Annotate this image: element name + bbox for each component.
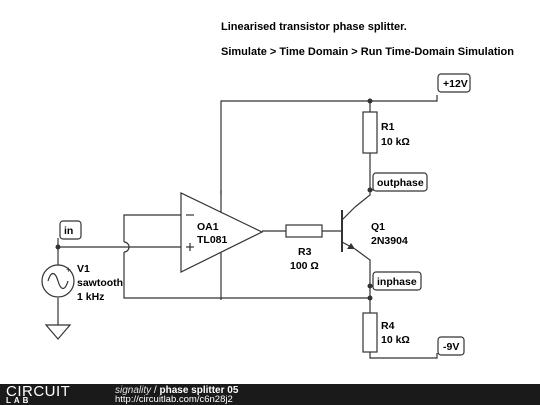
r3-value: 100 Ω xyxy=(290,260,319,272)
r4-resistor[interactable] xyxy=(362,312,378,353)
author-link[interactable]: signality xyxy=(115,385,152,396)
r1-name: R1 xyxy=(381,121,395,133)
flag-in[interactable]: in xyxy=(59,220,82,240)
simulation-instruction: Simulate > Time Domain > Run Time-Domain… xyxy=(221,46,514,58)
svg-text:inphase: inphase xyxy=(377,276,417,288)
v1-name: V1 xyxy=(77,263,90,275)
r3-resistor[interactable] xyxy=(285,224,323,238)
flag-inphase[interactable]: inphase xyxy=(372,271,422,291)
circuit-url-link[interactable]: http://circuitlab.com/c6n28j2 xyxy=(115,394,233,405)
svg-text:outphase: outphase xyxy=(377,177,424,189)
footer-title: signality / phase splitter 05 xyxy=(115,385,238,396)
oa1-name: OA1 xyxy=(197,221,219,233)
flag-vplus[interactable]: +12V xyxy=(437,73,471,93)
oa1-part: TL081 xyxy=(197,234,228,246)
flag-vminus[interactable]: -9V xyxy=(437,336,465,356)
q1-part: 2N3904 xyxy=(371,235,408,247)
r1-resistor[interactable] xyxy=(362,111,378,154)
wires xyxy=(57,95,438,359)
v1-source[interactable]: + xyxy=(41,264,75,298)
r4-value: 10 kΩ xyxy=(381,334,410,346)
junction-dots xyxy=(55,98,373,301)
schematic-title: Linearised transistor phase splitter. xyxy=(221,21,407,33)
circuitlab-logo-sub: LAB xyxy=(6,396,32,405)
footer-bar: CIRCUIT LAB signality / phase splitter 0… xyxy=(0,384,540,405)
flag-outphase[interactable]: outphase xyxy=(372,172,428,192)
svg-text:+12V: +12V xyxy=(443,78,468,90)
ground-icon xyxy=(44,324,72,340)
q1-transistor[interactable] xyxy=(341,206,356,252)
q1-name: Q1 xyxy=(371,221,385,233)
r3-name: R3 xyxy=(298,246,312,258)
circuit-name: phase splitter 05 xyxy=(159,385,239,396)
schematic: Linearised transistor phase splitter. Si… xyxy=(41,21,514,359)
title-separator: / xyxy=(151,385,160,396)
circuitlab-logo[interactable]: CIRCUIT xyxy=(6,383,71,400)
svg-text:+: + xyxy=(66,265,71,275)
v1-type: sawtooth xyxy=(77,277,123,289)
svg-text:in: in xyxy=(64,225,73,237)
svg-text:-9V: -9V xyxy=(443,341,459,353)
v1-freq: 1 kHz xyxy=(77,291,104,303)
oa1-opamp[interactable] xyxy=(180,192,264,273)
r1-value: 10 kΩ xyxy=(381,136,410,148)
r4-name: R4 xyxy=(381,320,395,332)
